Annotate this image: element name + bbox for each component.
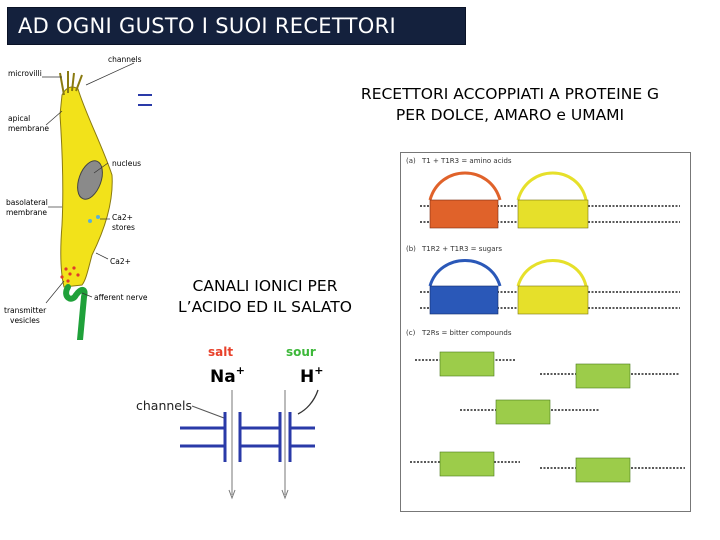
gpcr-caption: RECETTORI ACCOPPIATI A PROTEINE G PER DO… xyxy=(300,84,720,126)
label-transmitter-vesicles: vesicles xyxy=(10,316,40,325)
ca-store xyxy=(96,215,100,219)
ion-channel-diagram: salt sour Na+ H+ channels xyxy=(136,345,323,500)
ca-store xyxy=(88,219,92,223)
gpcr-a-label: (a) xyxy=(406,157,416,165)
nucleus-shape xyxy=(77,160,103,200)
gpcr-a-text: T1 + T1R3 = amino acids xyxy=(421,157,512,165)
gpcr-diagram: (a) T1 + T1R3 = amino acids (b) T1R2 + T… xyxy=(400,152,691,512)
channel-symbol xyxy=(138,94,152,106)
label-nucleus: nucleus xyxy=(112,159,141,168)
t1r3-receptor-a xyxy=(516,171,589,229)
label-basolateral: basolateral xyxy=(6,198,48,207)
t2r-receptors xyxy=(410,351,685,483)
taste-cell-diagram: microvilli channels apical membrane nucl… xyxy=(4,55,152,340)
ion-flow-arrows xyxy=(228,390,289,500)
ion-membrane xyxy=(180,412,315,462)
title-bar: AD OGNI GUSTO I SUOI RECETTORI xyxy=(7,7,466,45)
t1r1-receptor xyxy=(428,171,502,229)
ion-caption: CANALI IONICI PER L’ACIDO ED IL SALATO xyxy=(155,276,375,318)
afferent-nerve xyxy=(63,284,88,340)
gpcr-c-text: T2Rs = bitter compounds xyxy=(421,329,512,337)
label-salt: salt xyxy=(208,345,233,359)
label-basolateral-membrane: membrane xyxy=(6,208,47,217)
label-ca: Ca2+ xyxy=(110,257,131,266)
slide-title: AD OGNI GUSTO I SUOI RECETTORI xyxy=(18,14,396,38)
label-h: H+ xyxy=(300,364,323,387)
label-microvilli: microvilli xyxy=(8,69,42,78)
label-channels: channels xyxy=(108,55,142,64)
sour-pointer xyxy=(297,389,319,415)
label-sour: sour xyxy=(286,345,316,359)
t1r3-receptor-b xyxy=(516,259,589,315)
ion-caption-line1: CANALI IONICI PER xyxy=(192,277,338,295)
label-apical: apical xyxy=(8,114,30,123)
label-channels-ion: channels xyxy=(136,398,192,413)
label-stores: stores xyxy=(112,223,135,232)
gpcr-b-label: (b) xyxy=(406,245,416,253)
t1r2-receptor xyxy=(428,259,502,315)
label-ca-stores: Ca2+ xyxy=(112,213,133,222)
gpcr-c-label: (c) xyxy=(406,329,416,337)
label-afferent-nerve: afferent nerve xyxy=(94,293,148,302)
label-apical-membrane: membrane xyxy=(8,124,49,133)
ion-caption-line2: L’ACIDO ED IL SALATO xyxy=(178,298,352,316)
transmitter-vesicles-dots xyxy=(60,266,80,283)
gpcr-caption-line1: RECETTORI ACCOPPIATI A PROTEINE G xyxy=(360,85,660,103)
label-transmitter: transmitter xyxy=(4,306,47,315)
gpcr-caption-line2: PER DOLCE, AMARO e UMAMI xyxy=(395,106,625,124)
label-na: Na+ xyxy=(210,364,245,387)
gpcr-b-text: T1R2 + T1R3 = sugars xyxy=(421,245,502,253)
